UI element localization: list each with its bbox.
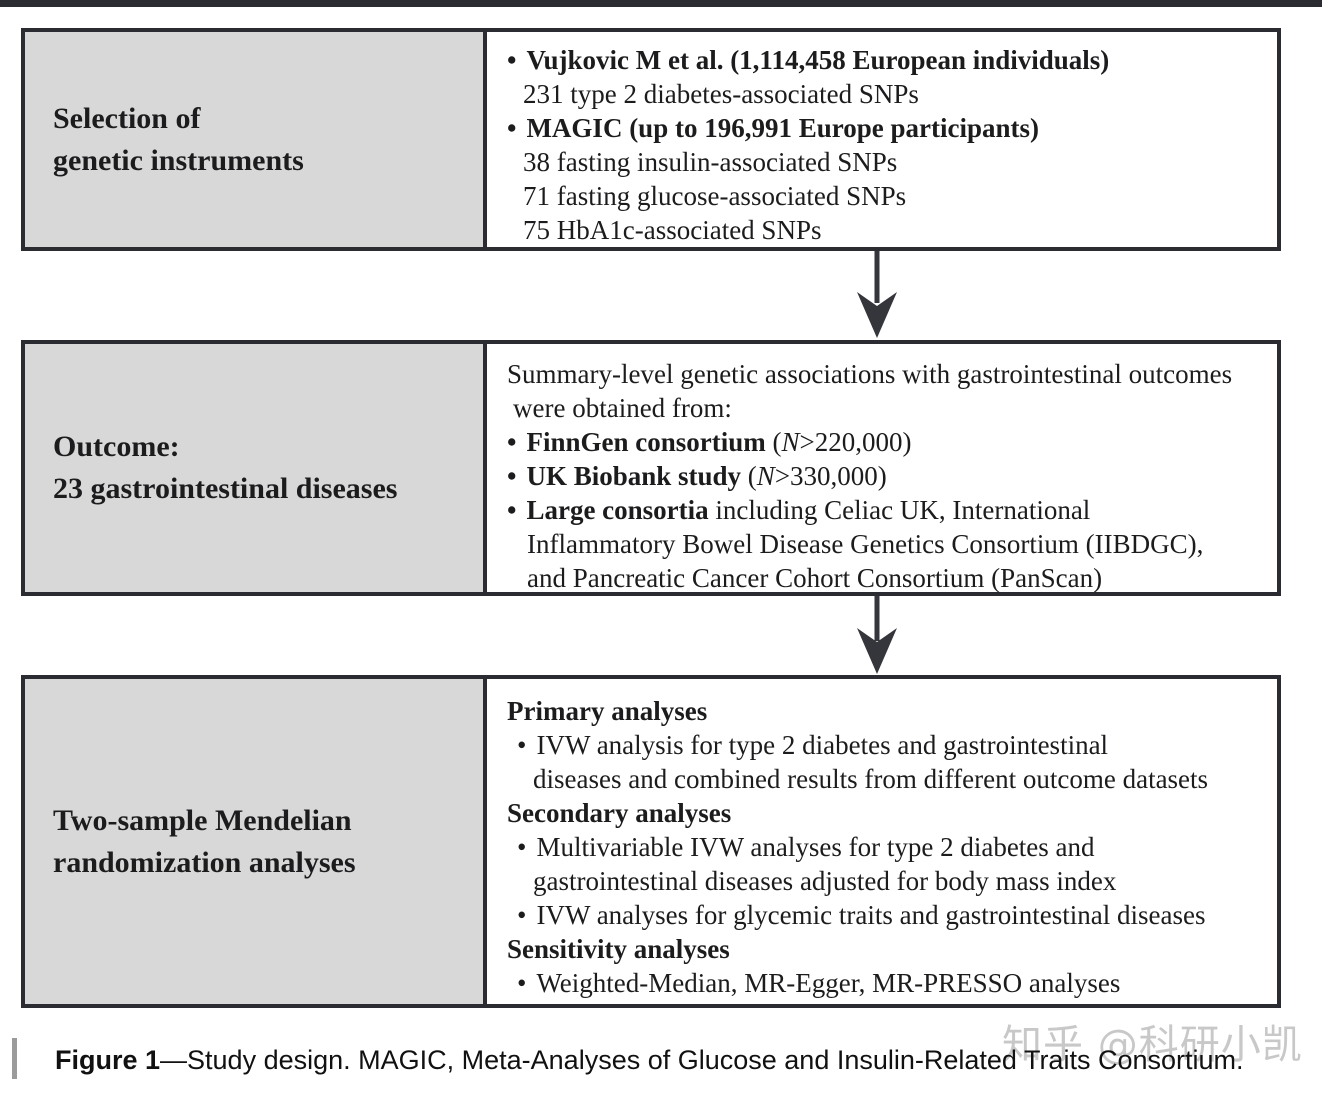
label-line: randomization analyses bbox=[53, 845, 356, 879]
content-line: • MAGIC (up to 196,991 Europe participant… bbox=[507, 111, 1271, 145]
flow-box-selection: Selection of genetic instruments • Vujkov… bbox=[21, 28, 1281, 251]
content-line: 38 fasting insulin-associated SNPs bbox=[523, 147, 898, 177]
content-line: diseases and combined results from diffe… bbox=[533, 764, 1209, 794]
bullet-glyph: • bbox=[507, 461, 517, 491]
text-segment: Weighted-Median, MR-Egger, MR-PRESSO ana… bbox=[536, 968, 1121, 998]
zhihu-watermark: 知乎 @科研小凯 bbox=[1002, 1022, 1303, 1068]
bullet-glyph: • bbox=[507, 45, 517, 75]
caption-side-bar bbox=[12, 1038, 17, 1079]
bullet-glyph: • bbox=[507, 113, 517, 143]
content-line: • IVW analyses for glycemic traits and ga… bbox=[507, 898, 1271, 932]
text-segment: ( bbox=[765, 427, 782, 457]
outcome-source: FinnGen consortium bbox=[526, 427, 766, 457]
content-line: were obtained from: bbox=[513, 393, 732, 423]
text-segment: IVW analyses for glycemic traits and gas… bbox=[536, 900, 1206, 930]
text-segment: ( bbox=[741, 461, 757, 491]
content-line: 75 HbA1c-associated SNPs bbox=[523, 215, 822, 245]
box-label-outcome: Outcome: 23 gastrointestinal diseases bbox=[25, 344, 487, 592]
box-label-selection: Selection of genetic instruments bbox=[25, 32, 487, 247]
caption-text: —Study design. MAGIC, Meta-Analyses of G… bbox=[160, 1045, 1244, 1075]
sample-size-n: N bbox=[781, 427, 800, 457]
bullet-glyph: • bbox=[517, 968, 527, 998]
figure-caption: Figure 1—Study design. MAGIC, Meta-Analy… bbox=[55, 1044, 1305, 1077]
content-line: Inflammatory Bowel Disease Genetics Cons… bbox=[527, 529, 1204, 559]
text-segment: >330,000) bbox=[774, 461, 887, 491]
flow-box-outcome: Outcome: 23 gastrointestinal diseases Su… bbox=[21, 340, 1281, 596]
bullet-glyph: • bbox=[517, 730, 527, 760]
content-line: Summary-level genetic associations with … bbox=[507, 359, 1233, 389]
text-segment: >220,000) bbox=[799, 427, 912, 457]
down-arrow-icon bbox=[857, 251, 897, 338]
content-line: • Vujkovic M et al. (1,114,458 European i… bbox=[507, 43, 1271, 77]
content-line: • Multivariable IVW analyses for type 2 d… bbox=[507, 830, 1271, 864]
content-line: • UK Biobank study (N>330,000) bbox=[507, 459, 1271, 493]
study-source: Vujkovic M et al. (1,114,458 European in… bbox=[526, 45, 1110, 75]
content-line: • Weighted-Median, MR-Egger, MR-PRESSO an… bbox=[507, 966, 1271, 1000]
content-line: • Large consortia including Celiac UK, In… bbox=[507, 493, 1271, 527]
text-segment: Multivariable IVW analyses for type 2 di… bbox=[536, 832, 1095, 862]
bullet-glyph: • bbox=[517, 900, 527, 930]
label-line: 23 gastrointestinal diseases bbox=[53, 472, 398, 505]
label-line: genetic instruments bbox=[53, 143, 304, 177]
content-line: 231 type 2 diabetes-associated SNPs bbox=[523, 79, 919, 109]
analysis-heading: Primary analyses bbox=[507, 696, 708, 726]
label-line: Selection of bbox=[53, 101, 201, 135]
content-line: and Pancreatic Cancer Cohort Consortium … bbox=[527, 563, 1103, 593]
content-line: • FinnGen consortium (N>220,000) bbox=[507, 425, 1271, 459]
box-content-mr-analyses: Primary analyses • IVW analysis for type … bbox=[487, 679, 1277, 1004]
bullet-glyph: • bbox=[507, 495, 517, 525]
content-line: 71 fasting glucose-associated SNPs bbox=[523, 181, 907, 211]
content-line: • IVW analysis for type 2 diabetes and ga… bbox=[507, 728, 1271, 762]
bullet-glyph: • bbox=[507, 427, 517, 457]
figure-number: Figure 1 bbox=[55, 1045, 161, 1075]
top-horizontal-rule bbox=[0, 0, 1322, 7]
text-segment: IVW analysis for type 2 diabetes and gas… bbox=[536, 730, 1109, 760]
label-line: Two-sample Mendelian bbox=[53, 803, 352, 837]
box-content-selection: • Vujkovic M et al. (1,114,458 European i… bbox=[487, 32, 1277, 247]
box-content-outcome: Summary-level genetic associations with … bbox=[487, 344, 1277, 593]
outcome-source: Large consortia bbox=[526, 495, 709, 525]
outcome-source: UK Biobank study bbox=[526, 461, 742, 491]
study-source: MAGIC (up to 196,991 Europe participants… bbox=[526, 113, 1039, 143]
bullet-glyph: • bbox=[517, 832, 527, 862]
analysis-heading: Sensitivity analyses bbox=[507, 934, 730, 964]
box-label-mr-analyses: Two-sample Mendelian randomization analy… bbox=[25, 679, 487, 1004]
sample-size-n: N bbox=[756, 461, 775, 491]
text-segment: including Celiac UK, International bbox=[708, 495, 1091, 525]
label-line: Outcome: bbox=[53, 430, 180, 463]
flow-box-mr-analyses: Two-sample Mendelian randomization analy… bbox=[21, 675, 1281, 1008]
down-arrow-icon bbox=[857, 596, 897, 674]
analysis-heading: Secondary analyses bbox=[507, 798, 732, 828]
content-line: gastrointestinal diseases adjusted for b… bbox=[533, 866, 1117, 896]
